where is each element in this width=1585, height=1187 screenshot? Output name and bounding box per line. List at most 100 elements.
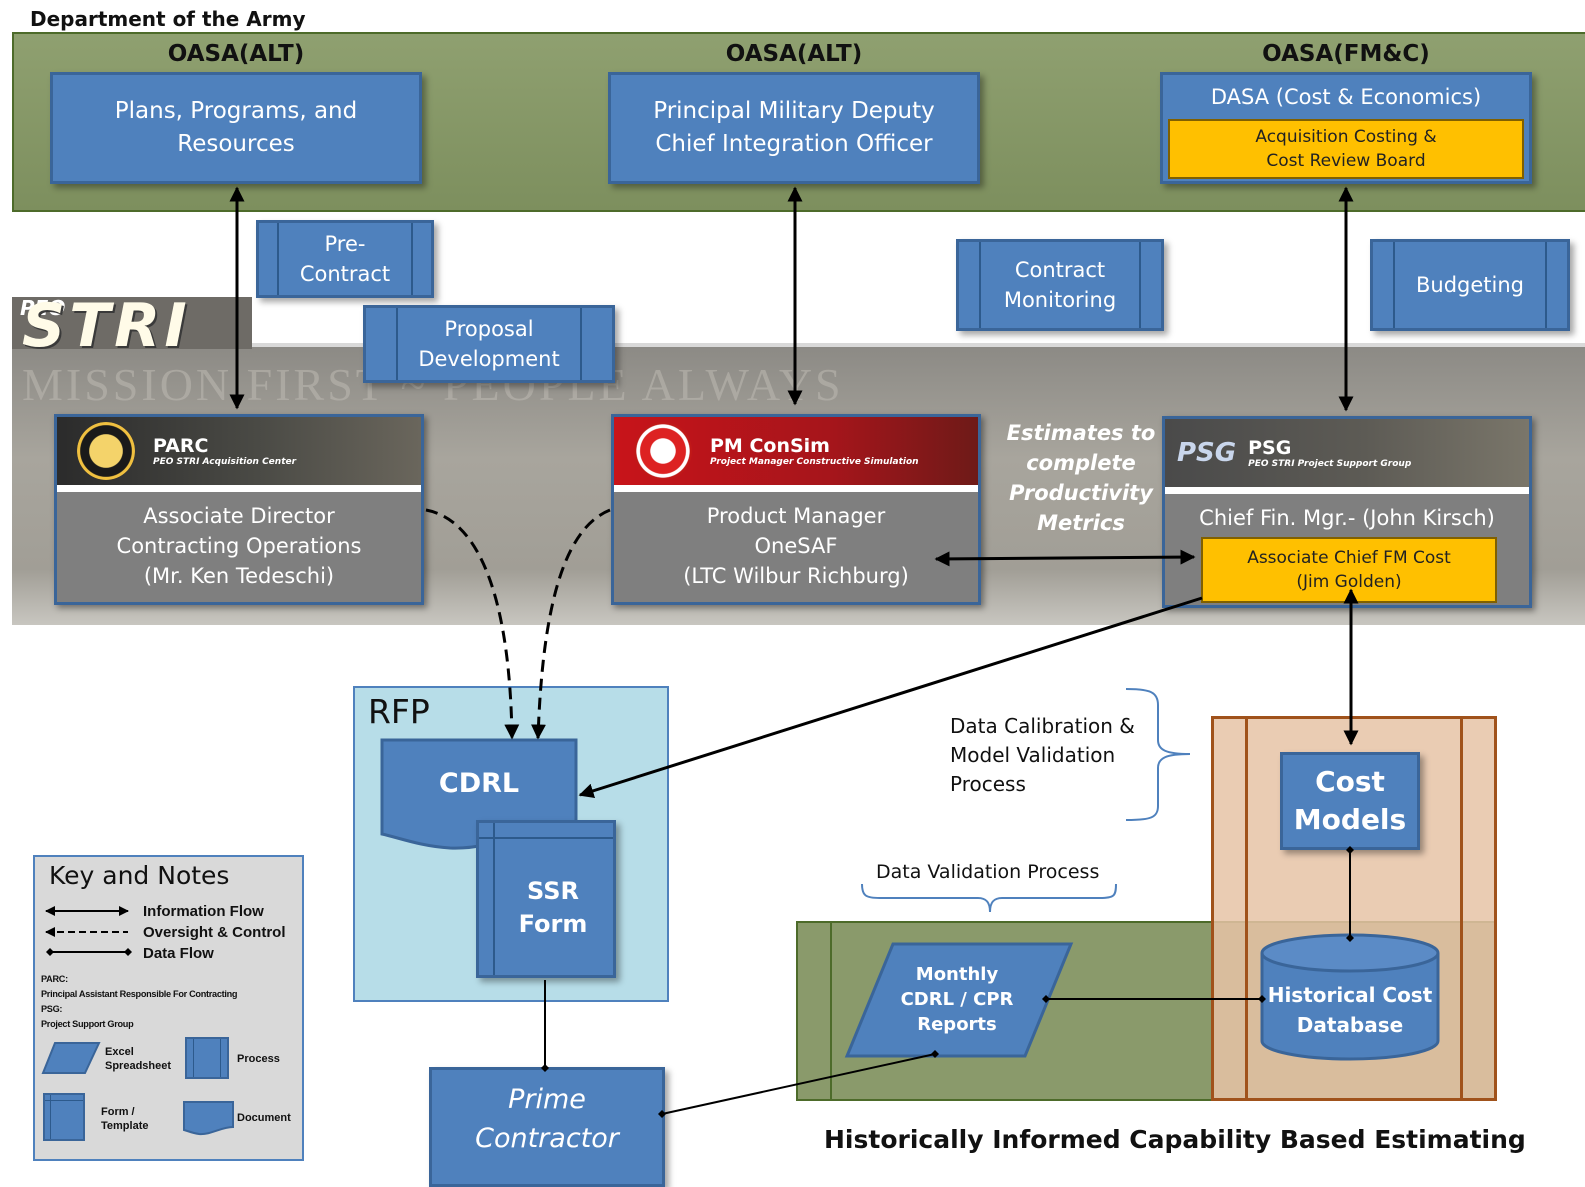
key-excel-shape-icon: [41, 1042, 101, 1074]
key-form-line2: Template: [101, 1120, 149, 1132]
calibration-label: Data Calibration & Model Validation Proc…: [950, 712, 1135, 799]
acq-costing-line1: Acquisition Costing &: [1255, 127, 1437, 147]
calibration-line1: Data Calibration &: [950, 714, 1135, 738]
proposal-line1: Proposal: [444, 317, 534, 341]
parc-line3: (Mr. Ken Tedeschi): [143, 564, 335, 588]
key-form-shape-icon: [43, 1093, 85, 1141]
validation-brace: [861, 883, 1117, 913]
key-parc-abbr: PARC:: [41, 974, 68, 984]
psg-line1: Chief Fin. Mgr.- (John Kirsch): [1199, 506, 1495, 530]
acquisition-costing-box: Acquisition Costing & Cost Review Board: [1168, 119, 1524, 179]
psg-card: PSG PSG PEO STRI Project Support Group C…: [1162, 416, 1532, 608]
contract-monitoring-line2: Monitoring: [1003, 288, 1117, 312]
cost-models-line2: Models: [1293, 803, 1407, 836]
peo-logo-big: STRI: [22, 291, 191, 361]
psg-banner-title: PSG: [1248, 437, 1292, 459]
budgeting-label: Budgeting: [1415, 273, 1524, 297]
key-parc-def: Principal Assistant Responsible For Cont…: [41, 989, 238, 999]
key-excel-line2: Spreadsheet: [105, 1060, 172, 1072]
assoc-chief-line2: (Jim Golden): [1296, 572, 1402, 592]
key-oversight: Oversight & Control: [143, 924, 286, 941]
psg-banner: PSG PSG PEO STRI Project Support Group: [1165, 419, 1529, 494]
parc-banner-sub: PEO STRI Acquisition Center: [153, 457, 297, 467]
principal-deputy-box: Principal Military Deputy Chief Integrat…: [608, 72, 980, 184]
pm-text: Product Manager OneSAF (LTC Wilbur Richb…: [614, 501, 978, 591]
principal-deputy-line2: Chief Integration Officer: [655, 131, 933, 157]
psg-logo: PSG: [1177, 438, 1237, 468]
key-panel: Key and Notes Information Flow Oversight…: [33, 855, 304, 1161]
peo-logo-small: PEO: [20, 296, 66, 320]
historical-db-line1: Historical Cost: [1267, 983, 1433, 1007]
monthly-reports-excel-shape: [844, 942, 1074, 1058]
key-info-flow: Information Flow: [143, 903, 264, 920]
prime-line1: Prime: [508, 1084, 586, 1115]
dasa-title: DASA (Cost & Economics): [1210, 85, 1482, 109]
cdrl-label: CDRL: [438, 768, 520, 799]
prime-line2: Contractor: [475, 1123, 619, 1154]
key-data-flow: Data Flow: [143, 945, 214, 962]
monthly-line1: Monthly: [915, 964, 999, 985]
pre-contract-line2: Contract: [299, 262, 391, 286]
parc-text: Associate Director Contracting Operation…: [57, 501, 421, 591]
pm-banner-title: PM ConSim: [710, 435, 830, 457]
right-org-header: OASA(FM&C): [1262, 41, 1430, 67]
pre-contract-process: Pre- Contract: [256, 220, 434, 298]
pm-banner-sub: Project Manager Constructive Simulation: [710, 457, 919, 467]
key-form-label: Form / Template: [101, 1105, 148, 1133]
key-excel-line1: Excel: [105, 1046, 134, 1058]
contract-monitoring-line1: Contract: [1014, 258, 1106, 282]
key-form-line1: Form /: [101, 1106, 135, 1118]
prime-contractor-box: Prime Contractor: [429, 1067, 665, 1187]
parc-line1: Associate Director: [143, 504, 335, 528]
center-org-header: OASA(ALT): [725, 41, 863, 67]
assoc-chief-line1: Associate Chief FM Cost: [1247, 548, 1451, 568]
key-parc-notes: PARC: Principal Assistant Responsible Fo…: [41, 972, 238, 1032]
data-validation-label: Data Validation Process: [876, 861, 1100, 883]
acq-costing-line2: Cost Review Board: [1266, 151, 1426, 171]
key-psg-abbr: PSG:: [41, 1004, 63, 1014]
historical-db-cylinder-icon: [1260, 933, 1440, 1061]
monthly-line2: CDRL / CPR: [900, 989, 1014, 1010]
parc-seal-icon: [77, 422, 135, 480]
estimates-line2: complete: [1026, 451, 1136, 475]
estimates-line4: Metrics: [1037, 511, 1125, 535]
pm-banner: PM ConSim Project Manager Constructive S…: [614, 417, 978, 492]
historical-db-text: Historical Cost Database: [1258, 980, 1442, 1040]
proposal-inner: Proposal Development: [396, 308, 582, 380]
plans-programs-label: Plans, Programs, and Resources: [114, 98, 358, 157]
pm-line2: OneSAF: [754, 534, 838, 558]
historical-db-line2: Database: [1296, 1013, 1404, 1037]
key-excel-label: Excel Spreadsheet: [105, 1045, 171, 1073]
key-psg-def: Project Support Group: [41, 1019, 134, 1029]
ssr-line2: Form: [518, 910, 588, 938]
pm-seal-icon: [634, 422, 692, 480]
calibration-brace: [1125, 688, 1191, 821]
plans-programs-box: Plans, Programs, and Resources: [50, 72, 422, 184]
contract-monitoring-inner: Contract Monitoring: [979, 242, 1141, 328]
ssr-text: SSR Form: [493, 875, 613, 941]
parc-banner-title: PARC: [153, 435, 209, 457]
psg-banner-sub: PEO STRI Project Support Group: [1248, 459, 1412, 469]
budgeting-inner: Budgeting: [1393, 242, 1547, 328]
proposal-line2: Development: [418, 347, 560, 371]
monthly-reports-text: Monthly CDRL / CPR Reports: [880, 962, 1034, 1037]
principal-deputy-line1: Principal Military Deputy: [653, 98, 935, 124]
monthly-line3: Reports: [917, 1014, 997, 1035]
dept-label: Department of the Army: [30, 7, 306, 31]
pre-contract-inner: Pre- Contract: [277, 223, 413, 295]
data-band-divider: [830, 921, 832, 1101]
cost-model-region-line-left: [1245, 716, 1248, 1101]
cost-models-line1: Cost: [1315, 765, 1385, 798]
ssr-form: SSR Form: [476, 820, 616, 978]
proposal-development-process: Proposal Development: [363, 305, 615, 383]
parc-banner: PARC PEO STRI Acquisition Center: [57, 417, 421, 492]
pm-line1: Product Manager: [706, 504, 886, 528]
pre-contract-line1: Pre-: [324, 232, 366, 256]
estimates-line1: Estimates to: [1006, 421, 1156, 445]
contract-monitoring-process: Contract Monitoring: [956, 239, 1164, 331]
parc-line2: Contracting Operations: [116, 534, 362, 558]
assoc-chief-fm-box: Associate Chief FM Cost (Jim Golden): [1201, 537, 1497, 603]
key-process-label: Process: [237, 1053, 280, 1065]
key-title: Key and Notes: [49, 861, 230, 890]
calibration-line2: Model Validation: [950, 743, 1116, 767]
